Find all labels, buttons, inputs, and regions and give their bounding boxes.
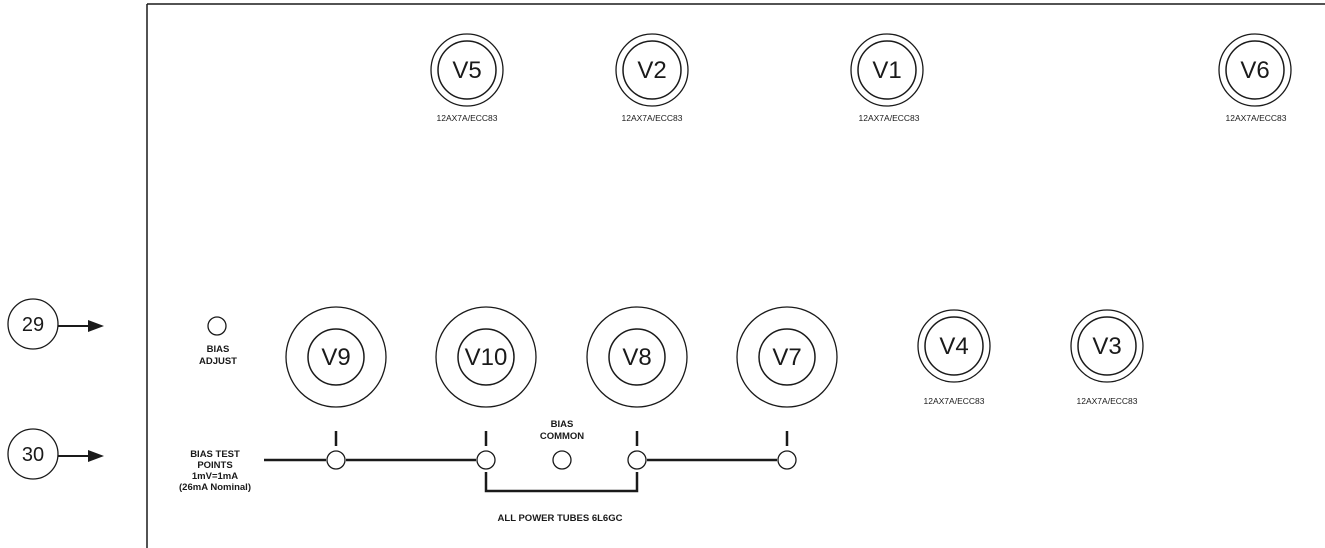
- callout-29: 29: [7, 298, 104, 350]
- preamp-tube-v1: V1 12AX7A/ECC83: [850, 33, 924, 123]
- bias-adjust-pot: [207, 316, 227, 336]
- bias-test-point-v9: [326, 450, 346, 470]
- power-tubes-bracket: [484, 472, 639, 493]
- power-tube-v7: V7: [736, 306, 838, 408]
- tube-type-label: 12AX7A/ECC83: [437, 113, 498, 123]
- bias-test-points-label-line3: 1mV=1mA: [192, 471, 238, 482]
- bias-adjust-label-line1: BIAS: [207, 344, 230, 355]
- preamp-tube-v6: V6 12AX7A/ECC83: [1218, 33, 1292, 123]
- callout-number: 29: [22, 314, 44, 336]
- tube-type-label: 12AX7A/ECC83: [924, 396, 985, 406]
- callout-30: 30: [7, 428, 104, 480]
- bias-common-label-line2: COMMON: [540, 431, 584, 442]
- bias-adjust-label-line2: ADJUST: [199, 356, 237, 367]
- tube-type-label: 12AX7A/ECC83: [1077, 396, 1138, 406]
- arrow-right-icon: [88, 450, 104, 462]
- tube-label: V2: [637, 57, 666, 84]
- tube-type-label: 12AX7A/ECC83: [622, 113, 683, 123]
- tube-label: V10: [465, 344, 508, 371]
- bias-test-points-label-line2: POINTS: [197, 460, 232, 471]
- tube-label: V7: [772, 344, 801, 371]
- bias-test-point-v8: [627, 450, 647, 470]
- tube-label: V8: [622, 344, 651, 371]
- bias-common-label-line1: BIAS: [551, 419, 574, 430]
- bias-test-point-v10: [476, 450, 496, 470]
- tube-label: V6: [1240, 57, 1269, 84]
- preamp-tube-v3: V3 12AX7A/ECC83: [1070, 309, 1144, 406]
- tube-label: V1: [872, 57, 901, 84]
- tube-label: V3: [1092, 333, 1121, 360]
- arrow-right-icon: [88, 320, 104, 332]
- power-tube-v8: V8: [586, 306, 688, 408]
- tube-label: V9: [321, 344, 350, 371]
- bias-test-point-v7: [777, 450, 797, 470]
- bias-test-points-label-line1: BIAS TEST: [190, 449, 240, 460]
- power-tube-v9: V9: [285, 306, 387, 408]
- power-tubes-note: ALL POWER TUBES 6L6GC: [498, 513, 623, 524]
- tube-label: V5: [452, 57, 481, 84]
- tube-type-label: 12AX7A/ECC83: [1226, 113, 1287, 123]
- preamp-tube-v5: V5 12AX7A/ECC83: [430, 33, 504, 123]
- callout-number: 30: [22, 444, 44, 466]
- preamp-tube-v2: V2 12AX7A/ECC83: [615, 33, 689, 123]
- tube-label: V4: [939, 333, 968, 360]
- power-tube-v10: V10: [435, 306, 537, 408]
- tube-type-label: 12AX7A/ECC83: [859, 113, 920, 123]
- bias-test-points-label-line4: (26mA Nominal): [179, 482, 251, 493]
- preamp-tube-v4: V4 12AX7A/ECC83: [917, 309, 991, 406]
- bias-common-point: [552, 450, 572, 470]
